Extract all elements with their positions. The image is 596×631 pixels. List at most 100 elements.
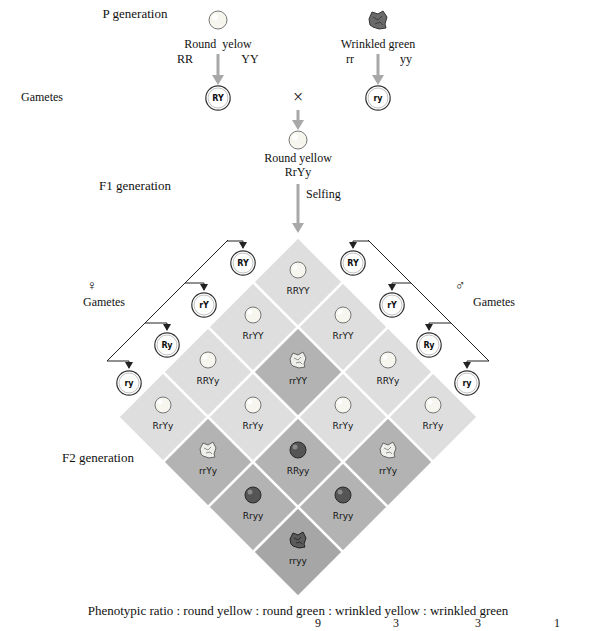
pea-body <box>200 352 216 368</box>
label-text: 3 <box>393 617 399 630</box>
gamete-ring <box>206 86 230 110</box>
pea-highlight <box>248 490 253 495</box>
branch-arrow <box>429 323 451 330</box>
pea-highlight <box>383 355 388 360</box>
cell-genotype: Rryy <box>208 511 298 521</box>
label-text: rr <box>346 53 354 66</box>
gamete-genotype: rY <box>191 301 217 310</box>
pea-highlight <box>203 355 208 360</box>
pea-body <box>209 11 227 29</box>
fertilisation-arrow <box>297 110 300 125</box>
pea <box>155 397 171 413</box>
pea-highlight <box>212 14 218 20</box>
gamete-circle: RY <box>205 85 231 111</box>
branch-arrow <box>467 361 489 368</box>
pea <box>335 397 351 413</box>
wrinkled-green-pea <box>369 11 387 29</box>
label-text: Gametes <box>83 296 125 309</box>
gamete-genotype: Ry <box>416 341 442 350</box>
pea-body <box>290 262 306 278</box>
cell-genotype: RrYY <box>298 331 388 341</box>
label-text: 3 <box>475 617 481 630</box>
pea <box>245 307 261 323</box>
gamete-circle: ry <box>365 85 391 111</box>
pea-body <box>335 307 351 323</box>
pea <box>200 442 216 458</box>
label-text: F1 generation <box>99 179 171 193</box>
cell-genotype: RrYy <box>208 421 298 431</box>
cell-genotype: rrYy <box>343 466 433 476</box>
label-text: × <box>293 88 303 108</box>
gamete-circle: rY <box>379 292 405 318</box>
pea-body <box>289 131 307 149</box>
gamete-ring <box>117 371 141 395</box>
label-text: Round yelow <box>184 38 251 51</box>
pea <box>380 442 396 458</box>
gamete-genotype: Ry <box>154 341 180 350</box>
pea <box>290 352 306 368</box>
cell-genotype: rrYY <box>253 376 343 386</box>
gamete-circle: Ry <box>154 332 180 358</box>
branch-arrow <box>353 241 369 248</box>
pea-highlight <box>158 400 163 405</box>
pea-highlight <box>338 490 343 495</box>
pea-highlight <box>338 310 343 315</box>
cell-diamond <box>253 507 343 597</box>
gamete-genotype: ry <box>116 379 142 388</box>
pea-body <box>200 442 216 458</box>
cell-genotype: RRYY <box>253 286 343 296</box>
punnett-cell: rryy <box>253 507 343 597</box>
label-text: P generation <box>103 7 168 21</box>
pea <box>245 397 261 413</box>
cell-genotype: RRYy <box>163 376 253 386</box>
gamete-genotype: RY <box>340 259 366 268</box>
pea <box>290 532 306 548</box>
pea-body <box>290 352 306 368</box>
selfing-arrow <box>297 184 300 228</box>
pea <box>245 487 261 503</box>
pea-body <box>380 352 396 368</box>
pea-highlight <box>293 445 298 450</box>
label-text: F2 generation <box>62 451 134 465</box>
branch-arrow <box>145 323 167 330</box>
pea-body <box>290 532 306 548</box>
branch-arrow <box>185 283 204 290</box>
pea <box>335 487 351 503</box>
gamete-circle: ry <box>454 370 480 396</box>
label-text: Phenotypic ratio : round yellow : round … <box>88 604 509 618</box>
cell-genotype: RrYy <box>118 421 208 431</box>
pea-wrinkles <box>204 447 212 454</box>
cell-genotype: Rryy <box>298 511 388 521</box>
diamond-shape <box>254 508 342 596</box>
gamete-genotype: rY <box>379 301 405 310</box>
pea <box>380 352 396 368</box>
gamete-circle: Ry <box>416 332 442 358</box>
gamete-genotype: ry <box>365 94 391 103</box>
label-text: yy <box>400 53 412 66</box>
label-text: Selfing <box>306 188 341 201</box>
pea-highlight <box>428 400 433 405</box>
pea <box>290 262 306 278</box>
cell-genotype: RrYy <box>388 421 478 431</box>
label-text: 9 <box>315 617 321 630</box>
round-yellow-pea <box>289 131 307 149</box>
cell-genotype: RRYy <box>343 376 433 386</box>
branch-arrow <box>227 241 243 248</box>
cell-genotype: RrYy <box>298 421 388 431</box>
gamete-circle: RY <box>340 250 366 276</box>
pea-body <box>155 397 171 413</box>
cell-genotype: RrYY <box>208 331 298 341</box>
gamete-ring <box>380 293 404 317</box>
pea-body <box>380 442 396 458</box>
label-text: Round yellow <box>264 152 332 165</box>
branch-arrow <box>392 283 411 290</box>
pea-highlight <box>248 310 253 315</box>
pea-highlight <box>248 400 253 405</box>
gamete-genotype: RY <box>205 94 231 103</box>
pea-wrinkles <box>294 537 302 544</box>
pea-body <box>369 11 387 29</box>
label-text: Gametes <box>21 91 63 104</box>
pea-highlight <box>338 400 343 405</box>
pea-body <box>335 397 351 413</box>
